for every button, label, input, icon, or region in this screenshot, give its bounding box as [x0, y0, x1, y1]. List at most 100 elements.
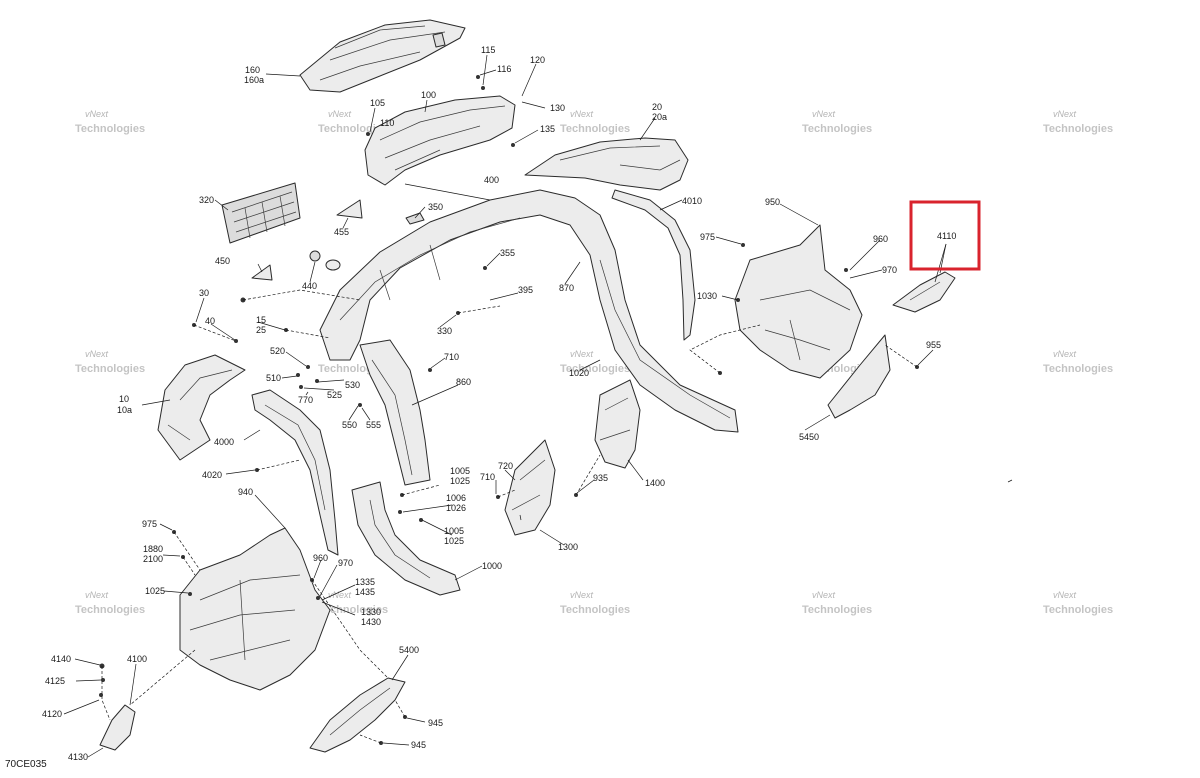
callout-label[interactable]: 116: [497, 64, 511, 74]
callout-label[interactable]: 940: [238, 487, 253, 497]
callout-label[interactable]: 4140: [51, 654, 71, 664]
callout-label[interactable]: 115: [481, 45, 495, 55]
callout-label[interactable]: 945: [411, 740, 426, 750]
callout-label[interactable]: 20: [652, 102, 662, 112]
callout-label[interactable]: 5450: [799, 432, 819, 442]
callout-label[interactable]: 350: [428, 202, 443, 212]
callout-label[interactable]: 1400: [645, 478, 665, 488]
callout-label[interactable]: 135: [540, 124, 555, 134]
callout-label[interactable]: 555: [366, 420, 381, 430]
callout-label[interactable]: 975: [142, 519, 157, 529]
callout-label[interactable]: 120: [530, 55, 545, 65]
callout-label[interactable]: 25: [256, 325, 266, 335]
callout-label[interactable]: 10: [119, 394, 129, 404]
part-bracket-4110[interactable]: [892, 271, 956, 313]
callout-label[interactable]: 1025: [145, 586, 165, 596]
callout-label[interactable]: 950: [765, 197, 780, 207]
callout-label[interactable]: 40: [205, 316, 215, 326]
callout-label[interactable]: 330: [437, 326, 452, 336]
part-front-fender-10[interactable]: [157, 354, 246, 461]
callout-label[interactable]: 1030: [697, 291, 717, 301]
part-bracket-455[interactable]: [336, 199, 363, 219]
callout-label[interactable]: 1006: [446, 493, 466, 503]
callout-label[interactable]: 975: [700, 232, 715, 242]
callout-label[interactable]: 450: [215, 256, 230, 266]
callout-label[interactable]: 1026: [446, 503, 466, 513]
callout-label[interactable]: 520: [270, 346, 285, 356]
part-bracket-4100[interactable]: [99, 704, 136, 751]
callout-label[interactable]: 860: [456, 377, 471, 387]
callout-label[interactable]: 105: [370, 98, 385, 108]
part-lower-panel-1400[interactable]: [594, 379, 641, 469]
callout-label[interactable]: 440: [302, 281, 317, 291]
callout-label[interactable]: 1330: [361, 607, 381, 617]
callout-label[interactable]: 355: [500, 248, 515, 258]
callout-label[interactable]: 4125: [45, 676, 65, 686]
part-roof-cap[interactable]: [299, 19, 466, 93]
callout-label[interactable]: 870: [559, 283, 574, 293]
callout-label[interactable]: 160a: [244, 75, 264, 85]
callout-label[interactable]: 530: [345, 380, 360, 390]
part-floor-panel-940[interactable]: [179, 527, 331, 691]
callout-label[interactable]: 10a: [117, 405, 132, 415]
callout-label[interactable]: 955: [926, 340, 941, 350]
callout-label[interactable]: 4000: [214, 437, 234, 447]
callout-label[interactable]: 1435: [355, 587, 375, 597]
callout-label[interactable]: 30: [199, 288, 209, 298]
callout-label[interactable]: 1005: [450, 466, 470, 476]
callout-label[interactable]: 1000: [482, 561, 502, 571]
callout-label[interactable]: 4010: [682, 196, 702, 206]
part-side-trim-4010[interactable]: [611, 189, 696, 341]
part-bracket-450[interactable]: [251, 264, 273, 281]
callout-label[interactable]: 510: [266, 373, 281, 383]
part-lower-panel-5450[interactable]: [827, 334, 891, 419]
part-clip-350[interactable]: [405, 212, 425, 225]
part-lower-panel-1300[interactable]: [504, 439, 556, 536]
callout-label[interactable]: 455: [334, 227, 349, 237]
callout-label[interactable]: 1020: [569, 368, 589, 378]
callout-label[interactable]: 525: [327, 390, 342, 400]
part-rocker-1000[interactable]: [351, 481, 461, 596]
callout-label[interactable]: 945: [428, 718, 443, 728]
callout-label[interactable]: 770: [298, 395, 313, 405]
part-hood[interactable]: [524, 137, 689, 191]
callout-label[interactable]: 1025: [450, 476, 470, 486]
part-grille[interactable]: [221, 182, 301, 244]
callout-label[interactable]: 400: [484, 175, 499, 185]
callout-label[interactable]: 2100: [143, 554, 163, 564]
part-main-front-frame[interactable]: [319, 189, 739, 433]
callout-label[interactable]: 15: [256, 315, 266, 325]
callout-label[interactable]: 550: [342, 420, 357, 430]
callout-label[interactable]: 4020: [202, 470, 222, 480]
callout-label[interactable]: 935: [593, 473, 608, 483]
callout-label[interactable]: 970: [338, 558, 353, 568]
part-side-panel-950[interactable]: [734, 224, 863, 379]
callout-label[interactable]: 20a: [652, 112, 667, 122]
callout-label[interactable]: 4110: [937, 231, 956, 241]
callout-label[interactable]: 160: [245, 65, 260, 75]
callout-label[interactable]: 4120: [42, 709, 62, 719]
callout-label[interactable]: 5400: [399, 645, 419, 655]
part-grommet-440[interactable]: [309, 250, 341, 271]
callout-label[interactable]: 1300: [558, 542, 578, 552]
callout-label[interactable]: 710: [444, 352, 459, 362]
callout-label[interactable]: 4130: [68, 752, 88, 762]
callout-label[interactable]: 970: [882, 265, 897, 275]
callout-label[interactable]: 1430: [361, 617, 381, 627]
callout-label[interactable]: 100: [421, 90, 436, 100]
part-lower-panel-5400[interactable]: [309, 677, 406, 753]
part-front-upper-bar[interactable]: [364, 95, 516, 186]
callout-label[interactable]: 960: [313, 553, 328, 563]
callout-label[interactable]: 1880: [143, 544, 163, 554]
part-pillar-860[interactable]: [359, 339, 431, 486]
callout-label[interactable]: 1335: [355, 577, 375, 587]
callout-label[interactable]: 130: [550, 103, 565, 113]
callout-label[interactable]: 720: [498, 461, 513, 471]
callout-label[interactable]: 320: [199, 195, 214, 205]
callout-label[interactable]: 1025: [444, 536, 464, 546]
callout-label[interactable]: 710: [480, 472, 495, 482]
callout-label[interactable]: 395: [518, 285, 533, 295]
callout-label[interactable]: 960: [873, 234, 888, 244]
callout-label[interactable]: 4100: [127, 654, 147, 664]
callout-label[interactable]: 110: [380, 118, 394, 128]
